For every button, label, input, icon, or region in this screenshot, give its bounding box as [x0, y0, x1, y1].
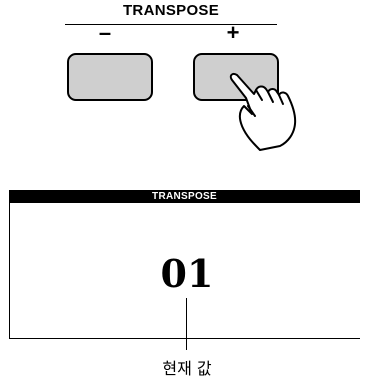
lcd-display-frame: [9, 190, 360, 339]
pointing-hand-icon: [229, 72, 297, 151]
minus-sign-label: –: [98, 20, 112, 45]
transpose-minus-button[interactable]: [67, 53, 153, 101]
lcd-header-bar: TRANSPOSE: [9, 190, 360, 203]
plus-sign-label: +: [226, 20, 240, 45]
transpose-group-label: TRANSPOSE: [122, 2, 220, 19]
current-value-caption: 현재 값: [162, 359, 212, 378]
group-divider-line: [65, 24, 277, 25]
transpose-value-readout: 01: [160, 251, 214, 296]
callout-pointer-line: [186, 298, 187, 350]
